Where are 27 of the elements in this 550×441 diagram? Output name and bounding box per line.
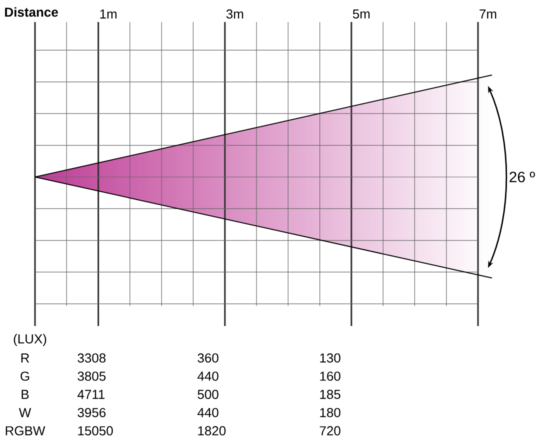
lux-value: 3956 [78,408,106,418]
lux-value: 360 [198,353,218,363]
row-label: RGBW [6,426,46,436]
distance-label: 7m [480,10,496,18]
distance-label: 5m [352,9,370,19]
axis-title: Distance [5,7,58,17]
lux-value: 720 [320,426,340,436]
lux-value: 3308 [78,353,106,363]
distance-label: 3m [226,9,244,19]
distance-label: 1m [100,10,116,18]
row-label: W [18,408,32,418]
lux-value: 3805 [78,372,106,381]
angle-label: 26 º [510,172,535,182]
lux-value: 500 [198,390,218,399]
lux-value: 15050 [78,426,113,436]
lux-value: 440 [198,372,218,381]
lux-value: 180 [320,408,340,418]
lux-value: 440 [198,408,218,418]
lux-value: 1820 [198,426,226,436]
unit-label: (LUX) [14,334,46,346]
row-label: R [21,354,30,362]
row-label: G [20,372,30,381]
lux-value: 185 [320,390,340,399]
lux-value: 4711 [78,390,105,399]
lux-value: 160 [320,372,340,381]
lux-value: 130 [320,353,340,363]
row-label: B [22,390,29,399]
